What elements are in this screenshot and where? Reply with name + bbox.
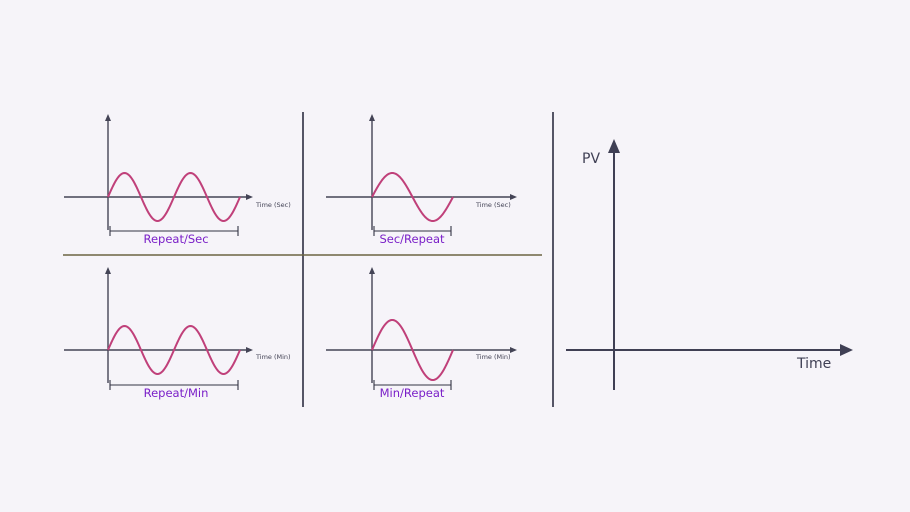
sine-wave: [371, 171, 454, 223]
pv-axis-arrow: [608, 139, 620, 153]
panel-repeat-per-min: Time (Min) Repeat/Min: [64, 267, 291, 400]
x-axis-arrow: [246, 347, 253, 353]
x-axis-arrow: [510, 347, 517, 353]
y-axis-arrow: [369, 114, 375, 121]
sine-wave: [371, 318, 454, 382]
panel-min-per-repeat: Time (Min) Min/Repeat: [326, 267, 517, 400]
x-axis-label: Time (Sec): [255, 201, 291, 209]
span-label: Repeat/Sec: [143, 232, 208, 246]
span-label: Sec/Repeat: [379, 232, 445, 246]
x-axis-label: Time (Min): [475, 353, 511, 361]
span-label: Min/Repeat: [380, 386, 445, 400]
time-axis-label: Time: [796, 356, 831, 372]
y-axis-arrow: [105, 114, 111, 121]
y-axis-arrow: [105, 267, 111, 274]
panel-repeat-per-sec: Time (Sec) Repeat/Sec: [64, 114, 291, 246]
x-axis-label: Time (Sec): [475, 201, 511, 209]
time-axis-arrow: [840, 344, 853, 356]
x-axis-label: Time (Min): [255, 353, 291, 361]
y-axis-arrow: [369, 267, 375, 274]
x-axis-arrow: [246, 194, 253, 200]
sine-wave: [107, 324, 241, 376]
span-label: Repeat/Min: [144, 386, 209, 400]
pv-time-graph: PV Time: [566, 139, 853, 390]
sine-wave: [107, 171, 241, 223]
x-axis-arrow: [510, 194, 517, 200]
panel-sec-per-repeat: Time (Sec) Sec/Repeat: [326, 114, 517, 246]
pv-axis-label: PV: [582, 151, 600, 167]
